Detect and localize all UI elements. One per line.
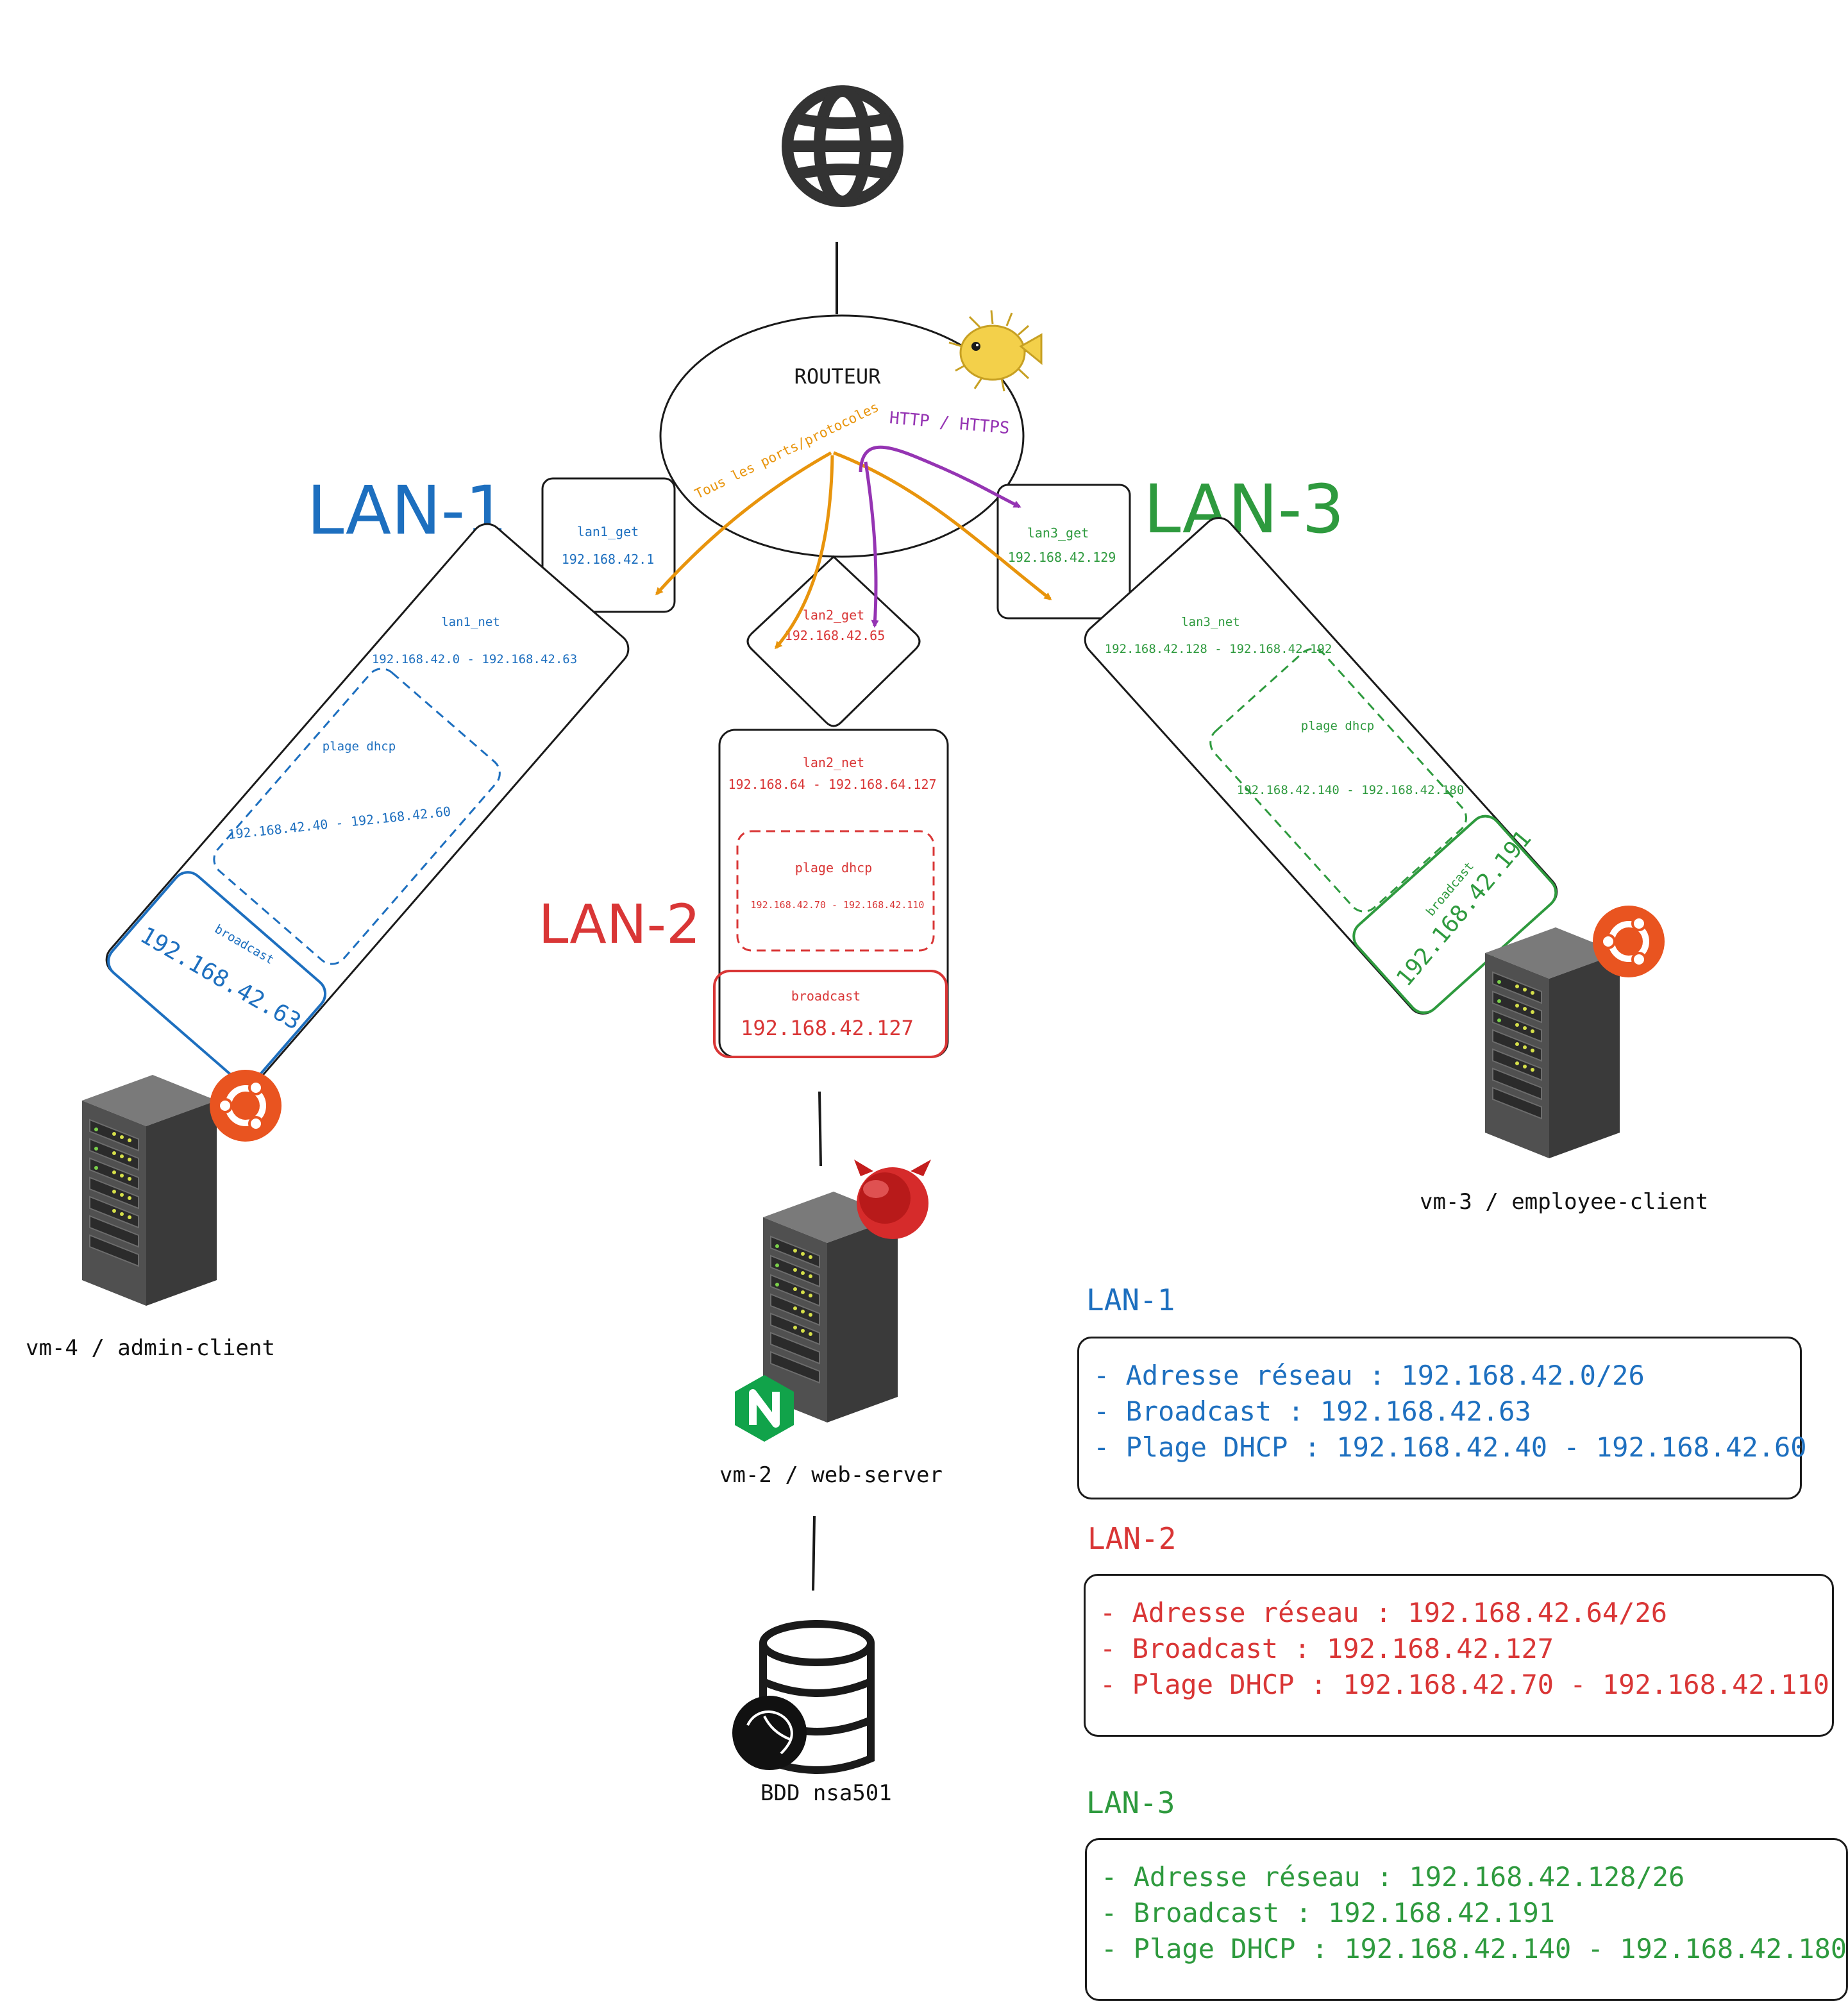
pufferfish-icon (948, 310, 1043, 392)
lan2-net-name: lan2_net (803, 755, 864, 770)
lan2-broadcast-box (713, 970, 948, 1058)
lan3-dhcp-range: 192.168.42.140 - 192.168.42.180 (1237, 783, 1465, 797)
lan3-dhcp-label: plage dhcp (1301, 719, 1374, 733)
lan3-dhcp-box (1209, 648, 1467, 913)
lan1-dhcp-box (213, 668, 501, 965)
lan2-gateway-ip: 192.168.42.65 (785, 628, 886, 643)
rule-arrow-lan2 (775, 455, 834, 650)
webserver-to-db-link (812, 1516, 816, 1591)
http-arrow-lan3 (859, 445, 1021, 509)
summary-lan2-line: - Adresse réseau : 192.168.42.64/26 (1100, 1597, 1668, 1628)
lan2-net-range: 192.168.64 - 192.168.64.127 (728, 777, 936, 792)
summary-lan2-box: - Adresse réseau : 192.168.42.64/26 - Br… (1084, 1574, 1834, 1737)
summary-lan2-title: LAN-2 (1088, 1521, 1177, 1556)
router-label: ROUTEUR (794, 364, 882, 389)
lan3-net-box[interactable] (1079, 512, 1563, 1020)
lan1-net-name: lan1_net (441, 615, 500, 629)
summary-lan1-title: LAN-1 (1086, 1283, 1175, 1317)
lan2-dhcp-box (736, 830, 935, 952)
lan3-net-name: lan3_net (1181, 615, 1240, 629)
lan1-dhcp-label: plage dhcp (323, 739, 396, 754)
lan1-gateway-ip: 192.168.42.1 (562, 552, 655, 567)
nginx-icon (735, 1375, 794, 1442)
vm2-label: vm-2 / web-server (719, 1462, 943, 1488)
mysql-dolphin-icon (732, 1696, 807, 1770)
lan1-net-box[interactable] (100, 518, 634, 1090)
vm4-label: vm-4 / admin-client (26, 1335, 275, 1361)
lan2-broadcast-label: broadcast (791, 988, 861, 1004)
ubuntu-icon (1593, 906, 1665, 977)
lan2-gateway-name: lan2_get (803, 607, 864, 623)
summary-lan1-line: - Broadcast : 192.168.42.63 (1093, 1396, 1531, 1427)
lan3-gateway-ip: 192.168.42.129 (1008, 550, 1116, 565)
summary-lan1-line: - Plage DHCP : 192.168.42.40 - 192.168.4… (1093, 1431, 1807, 1463)
http-arrow-lan2 (864, 461, 879, 628)
summary-lan3-line: - Broadcast : 192.168.42.191 (1101, 1897, 1556, 1929)
lan3-title: LAN-3 (1144, 470, 1345, 548)
ubuntu-icon (210, 1070, 281, 1142)
globe-icon (782, 85, 903, 207)
vm3-label: vm-3 / employee-client (1420, 1189, 1709, 1215)
lan2-dhcp-label: plage dhcp (795, 860, 872, 875)
freebsd-icon (854, 1160, 931, 1239)
lan1-gateway[interactable] (541, 477, 676, 613)
router-node[interactable] (659, 314, 1025, 558)
summary-lan3-title: LAN-3 (1086, 1786, 1175, 1820)
rule-arrow-lan1 (655, 451, 832, 596)
vm4-server-icon[interactable] (81, 1074, 217, 1306)
summary-lan3-line: - Plage DHCP : 192.168.42.140 - 192.168.… (1101, 1933, 1847, 1964)
lan3-net-range: 192.168.42.128 - 192.168.42.192 (1105, 642, 1332, 656)
summary-lan1-box: - Adresse réseau : 192.168.42.0/26 - Bro… (1077, 1337, 1807, 1499)
lan2-broadcast-ip: 192.168.42.127 (741, 1016, 914, 1040)
lan1-broadcast-box (107, 871, 327, 1085)
lan1-net-range: 192.168.42.0 - 192.168.42.63 (372, 652, 577, 666)
rule-arrow-lan3 (833, 451, 1052, 600)
lan2-to-webserver-link (818, 1091, 822, 1167)
lan2-title: LAN-2 (539, 893, 701, 956)
summary-lan2-line: - Plage DHCP : 192.168.42.70 - 192.168.4… (1100, 1669, 1829, 1700)
summary-lan1-line: - Adresse réseau : 192.168.42.0/26 (1093, 1360, 1645, 1391)
lan1-gateway-name: lan1_get (577, 524, 639, 539)
summary-lan3-box: - Adresse réseau : 192.168.42.128/26 - B… (1085, 1838, 1848, 2001)
lan2-dhcp-range: 192.168.42.70 - 192.168.42.110 (751, 899, 925, 911)
summary-lan2-line: - Broadcast : 192.168.42.127 (1100, 1633, 1554, 1664)
lan3-gateway-name: lan3_get (1027, 525, 1089, 541)
db-label: BDD nsa501 (760, 1780, 892, 1806)
summary-lan3-line: - Adresse réseau : 192.168.42.128/26 (1101, 1861, 1685, 1893)
